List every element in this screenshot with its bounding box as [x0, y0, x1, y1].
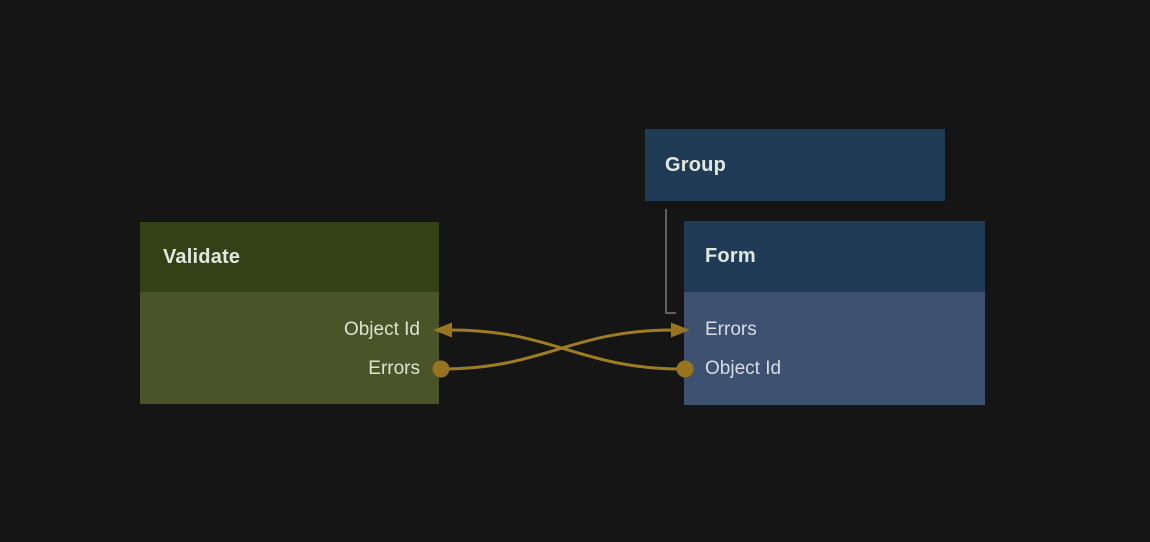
wire-form-objectid-to-validate-objectid[interactable]: [450, 328, 684, 371]
node-group[interactable]: Group: [645, 129, 945, 201]
node-validate[interactable]: Validate Object Id Errors: [140, 222, 439, 404]
node-validate-body: Object Id Errors: [140, 292, 439, 404]
port-label-validate-errors: Errors: [368, 357, 420, 379]
port-label-form-object-id: Object Id: [705, 357, 782, 379]
node-form-title: Form: [705, 245, 756, 267]
port-row-validate-object-id[interactable]: Object Id: [140, 310, 439, 349]
node-group-header[interactable]: Group: [645, 129, 945, 201]
port-row-validate-errors[interactable]: Errors: [140, 349, 439, 388]
node-validate-title: Validate: [163, 245, 241, 268]
port-label-validate-object-id: Object Id: [343, 318, 420, 340]
node-group-title: Group: [665, 153, 726, 176]
node-form-body: Errors Object Id: [684, 292, 985, 405]
port-label-form-errors: Errors: [705, 318, 757, 340]
node-form-header[interactable]: Form: [684, 221, 985, 292]
node-validate-header[interactable]: Validate: [140, 222, 439, 292]
group-to-form-link[interactable]: [665, 209, 676, 314]
port-row-form-object-id[interactable]: Object Id: [684, 349, 985, 388]
wire-validate-errors-to-form-errors[interactable]: [440, 328, 674, 371]
node-form[interactable]: Form Errors Object Id: [684, 221, 985, 405]
port-row-form-errors[interactable]: Errors: [684, 310, 985, 349]
